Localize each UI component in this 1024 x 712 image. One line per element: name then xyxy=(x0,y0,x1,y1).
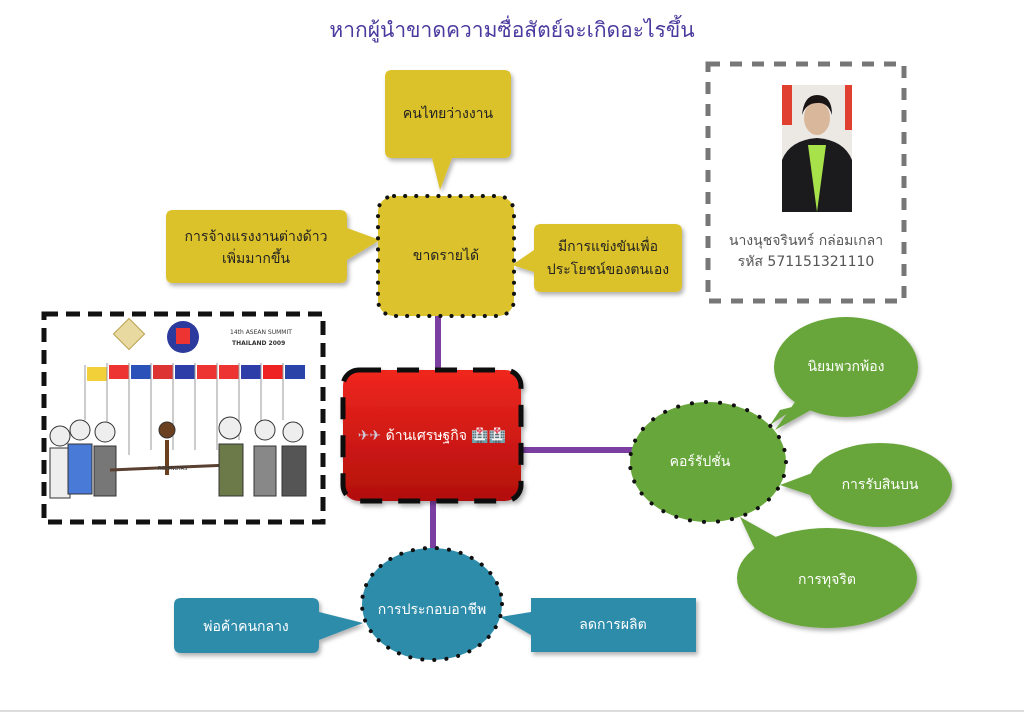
callout-foreign-labor: การจ้างแรงงานต่างด้าว เพิ่มมากขึ้น xyxy=(166,210,380,283)
cartoon-people xyxy=(49,416,307,499)
cartoon-caption: THAILAND 2009 xyxy=(232,340,285,347)
node-economy: ✈✈ ด้านเศรษฐกิจ 🏥🏥 xyxy=(340,367,524,504)
bubble-text: นิยมพวกพ้อง xyxy=(807,359,884,375)
callout-text: เพิ่มมากขึ้น xyxy=(222,248,290,267)
bubble-fraud: การทุจริต xyxy=(737,517,917,628)
bubble-text: การรับสินบน xyxy=(842,477,919,493)
page-title: หากผู้นำขาดความซื่อสัตย์จะเกิดอะไรขึ้น xyxy=(329,18,695,42)
callout-reduced-production: ลดการผลิต xyxy=(500,598,696,652)
callout-competition: มีการแข่งขันเพื่อ ประโยชน์ของตนเอง xyxy=(512,224,682,292)
callout-text: ประโยชน์ของตนเอง xyxy=(547,261,669,278)
node-label: คอร์รัปชั่น xyxy=(670,452,731,470)
author-card: นางนุชจรินทร์ กล่อมเกลา รหัส 57115132111… xyxy=(705,61,907,304)
connectors xyxy=(430,314,636,556)
callout-text: มีการแข่งขันเพื่อ xyxy=(558,237,658,255)
emblem-icon xyxy=(112,317,146,351)
callout-text: ลดการผลิต xyxy=(579,617,646,633)
cartoon-label: ROHINGYAS xyxy=(158,466,187,472)
hospital-icon: 🏥🏥 xyxy=(471,427,506,444)
cartoon-caption: 14th ASEAN SUMMIT xyxy=(230,329,292,336)
author-photo xyxy=(782,85,852,212)
callout-text: การจ้างแรงงานต่างด้าว xyxy=(184,229,327,245)
node-label: ขาดรายได้ xyxy=(413,247,479,264)
author-id: รหัส 571151321110 xyxy=(738,254,875,270)
node-income: ขาดรายได้ xyxy=(376,194,516,318)
node-label: การประกอบอาชีพ xyxy=(378,602,487,618)
callout-text: คนไทยว่างงาน xyxy=(403,105,494,122)
bubble-cronyism: นิยมพวกพ้อง xyxy=(770,317,918,430)
bubble-text: การทุจริต xyxy=(798,572,856,588)
bottom-divider xyxy=(0,710,1024,712)
callout-unemployment: คนไทยว่างงาน xyxy=(385,70,511,190)
asean-cartoon-image: 14th ASEAN SUMMIT THAILAND 2009 ROHINGYA… xyxy=(41,311,326,525)
callout-text: พ่อค้าคนกลาง xyxy=(203,619,289,635)
node-corruption: คอร์รัปชั่น xyxy=(628,400,788,524)
bubble-bribery: การรับสินบน xyxy=(780,443,952,527)
node-label: ด้านเศรษฐกิจ xyxy=(386,428,467,444)
callout-middleman: พ่อค้าคนกลาง xyxy=(174,598,363,653)
author-name: นางนุชจรินทร์ กล่อมเกลา xyxy=(729,232,883,249)
svg-text:✈✈ ด้านเศรษฐกิจ 🏥: ✈✈ ด้านเศรษฐกิจ 🏥🏥 xyxy=(358,427,507,444)
airplane-icon: ✈✈ xyxy=(358,428,381,444)
node-occupation: การประกอบอาชีพ xyxy=(360,546,504,662)
